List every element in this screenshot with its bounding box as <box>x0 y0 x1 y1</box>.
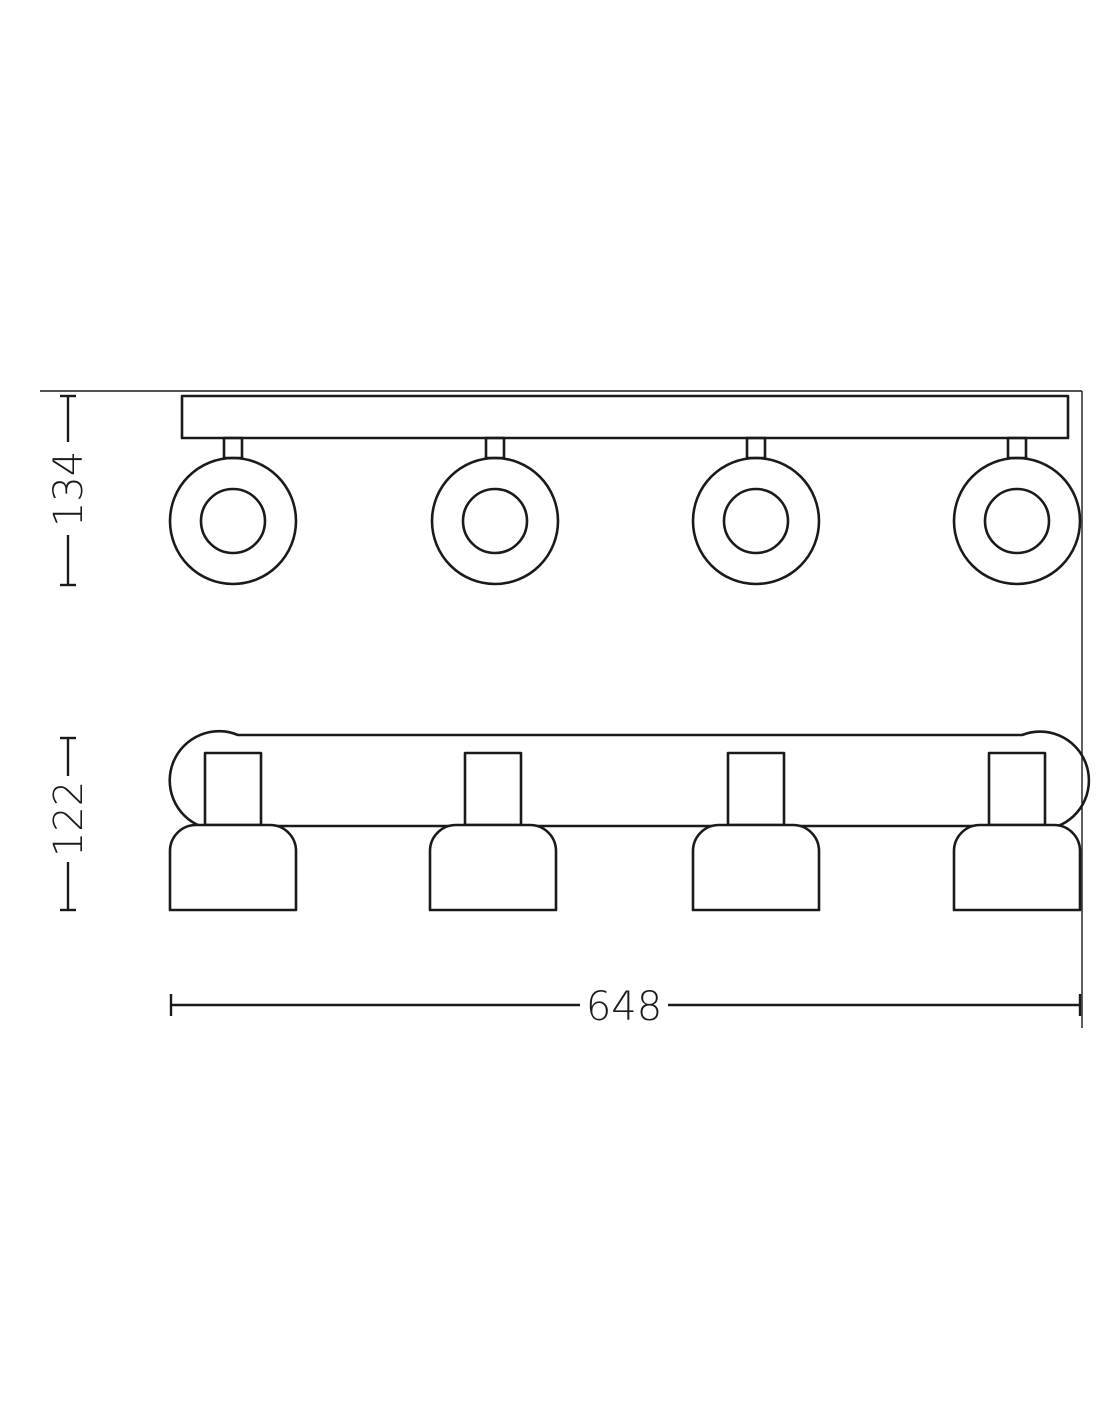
spot-neck <box>987 751 1047 827</box>
spot-neck <box>726 751 786 827</box>
dimension-height-side: 122 <box>46 736 92 912</box>
dimension-label-134: 134 <box>46 451 92 527</box>
spot-stem <box>222 436 244 460</box>
spot-outer-ring <box>430 456 560 586</box>
top-spot-2 <box>430 436 560 586</box>
spot-head <box>428 823 558 912</box>
dimension-width: 648 <box>169 984 1082 1030</box>
dimension-height-top: 134 <box>46 394 92 587</box>
spot-outer-ring <box>691 456 821 586</box>
spot-head <box>691 823 821 912</box>
spot-head <box>952 823 1082 912</box>
spot-stem <box>745 436 767 460</box>
spot-lens <box>199 487 267 555</box>
spot-lens <box>461 487 529 555</box>
spot-lens <box>722 487 790 555</box>
spot-outer-ring <box>168 456 298 586</box>
top-spot-1 <box>168 436 298 586</box>
top-spot-4 <box>952 436 1082 586</box>
dimension-label-122: 122 <box>46 781 92 857</box>
spot-stem <box>1006 436 1028 460</box>
spot-outer-ring <box>952 456 1082 586</box>
side-view <box>168 729 1091 912</box>
side-view-spots <box>168 751 1082 912</box>
top-spot-3 <box>691 436 821 586</box>
side-base-plate <box>168 729 1091 828</box>
dimension-label-648: 648 <box>586 984 662 1030</box>
top-view-spots <box>168 436 1082 586</box>
spot-stem <box>484 436 506 460</box>
side-spot-1 <box>168 751 298 912</box>
spot-head <box>168 823 298 912</box>
side-spot-4 <box>952 751 1082 912</box>
spot-neck <box>203 751 263 827</box>
mounting-bar <box>180 394 1070 440</box>
side-spot-2 <box>428 751 558 912</box>
spot-neck <box>463 751 523 827</box>
side-spot-3 <box>691 751 821 912</box>
top-view <box>168 394 1082 586</box>
spot-lens <box>983 487 1051 555</box>
